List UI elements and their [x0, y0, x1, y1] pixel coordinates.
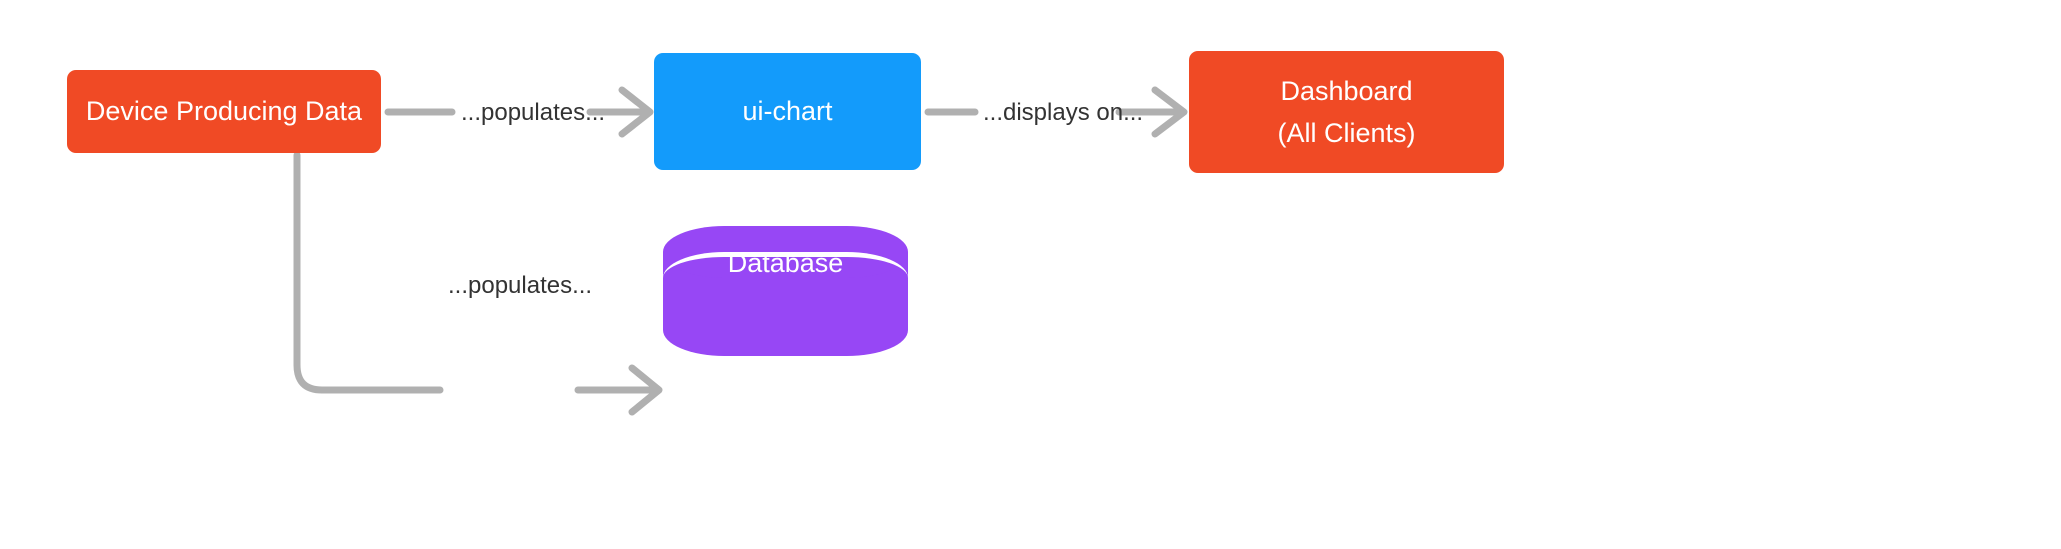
node-label: Database	[727, 248, 844, 278]
cylinder-lip-line	[663, 252, 908, 304]
edge-label-device-to-database: ...populates...	[448, 272, 593, 299]
arrowhead-icon	[628, 364, 663, 416]
node-label: ui-chart	[742, 96, 833, 127]
node-label-line-2: (All Clients)	[1277, 117, 1416, 148]
edge-label-uichart-to-dashboard: ...displays on...	[983, 99, 1144, 126]
node-label-group: Dashboard (All Clients)	[1277, 74, 1415, 150]
arrowhead-icon	[618, 86, 654, 138]
arrowhead-icon	[1151, 86, 1188, 138]
edge-label-device-to-uichart: ...populates...	[461, 99, 606, 126]
node-database[interactable]: Database	[663, 226, 908, 356]
node-dashboard[interactable]: Dashboard (All Clients)	[1189, 51, 1504, 173]
edge-elbow-path	[293, 151, 444, 394]
node-ui-chart[interactable]: ui-chart	[654, 53, 921, 170]
node-device-producing-data[interactable]: Device Producing Data	[67, 70, 381, 153]
node-label-line-1: Dashboard	[1280, 75, 1413, 106]
node-label: Device Producing Data	[85, 96, 363, 127]
cylinder-shape	[663, 226, 908, 356]
